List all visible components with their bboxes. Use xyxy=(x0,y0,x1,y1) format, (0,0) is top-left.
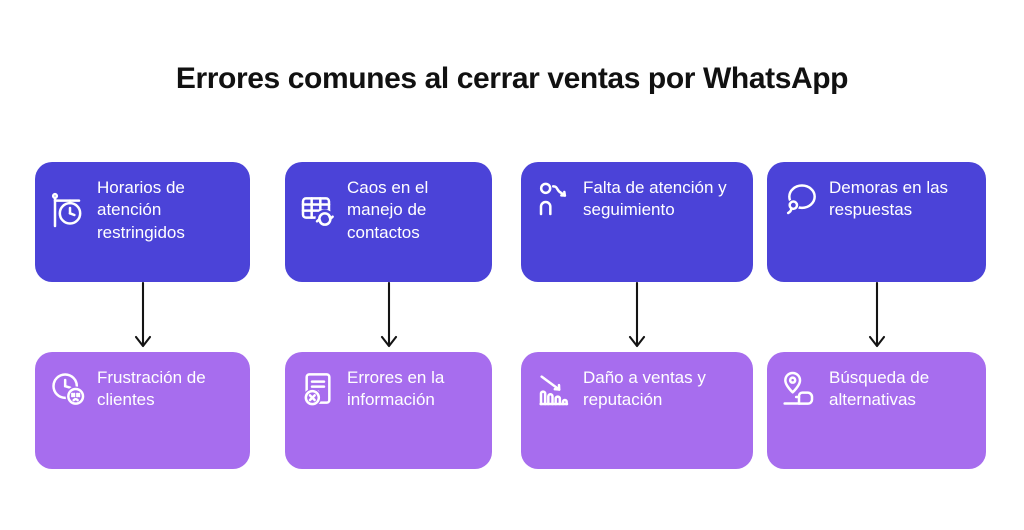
cause-label: Caos en el manejo de contactos xyxy=(347,178,429,242)
effect-card-busqueda: Búsqueda de alternativas xyxy=(767,352,986,469)
cause-card-caos: Caos en el manejo de contactos xyxy=(285,162,492,282)
down-arrow xyxy=(134,282,151,348)
speech-bubble-icon xyxy=(780,179,820,219)
flow-column-1: Horarios de atención restringidos Frustr… xyxy=(35,162,250,469)
effect-label: Daño a ventas y reputación xyxy=(583,368,706,410)
cause-label: Falta de atención y seguimiento xyxy=(583,178,727,220)
page-title: Errores comunes al cerrar ventas por Wha… xyxy=(175,62,849,95)
effect-card-frustracion: Frustración de clientes xyxy=(35,352,250,469)
cause-card-demoras: Demoras en las respuestas xyxy=(767,162,986,282)
contacts-table-sync-icon xyxy=(298,191,338,231)
clock-frustrated-face-icon xyxy=(48,369,88,409)
effect-card-dano-ventas: Daño a ventas y reputación xyxy=(521,352,753,469)
down-arrow xyxy=(628,282,646,348)
flow-column-3: Falta de atención y seguimiento Daño a v… xyxy=(521,162,753,469)
flow-column-4: Demoras en las respuestas Búsqueda de al… xyxy=(767,162,986,469)
hanging-clock-icon xyxy=(48,191,88,231)
effect-label: Errores en la información xyxy=(347,368,445,410)
person-decline-arrow-icon xyxy=(534,179,574,219)
effect-label: Búsqueda de alternativas xyxy=(829,368,930,410)
declining-bar-chart-icon xyxy=(534,369,574,409)
effect-label: Frustración de clientes xyxy=(97,368,206,410)
location-pin-hand-icon xyxy=(780,369,820,409)
cause-card-falta-atencion: Falta de atención y seguimiento xyxy=(521,162,753,282)
cause-label: Demoras en las respuestas xyxy=(829,178,949,220)
down-arrow xyxy=(868,282,885,348)
cause-label: Horarios de atención restringidos xyxy=(97,178,185,242)
effect-card-errores: Errores en la información xyxy=(285,352,492,469)
down-arrow xyxy=(380,282,397,348)
cause-card-horarios: Horarios de atención restringidos xyxy=(35,162,250,282)
document-error-icon xyxy=(298,369,338,409)
flow-column-2: Caos en el manejo de contactos Errores e… xyxy=(285,162,492,469)
